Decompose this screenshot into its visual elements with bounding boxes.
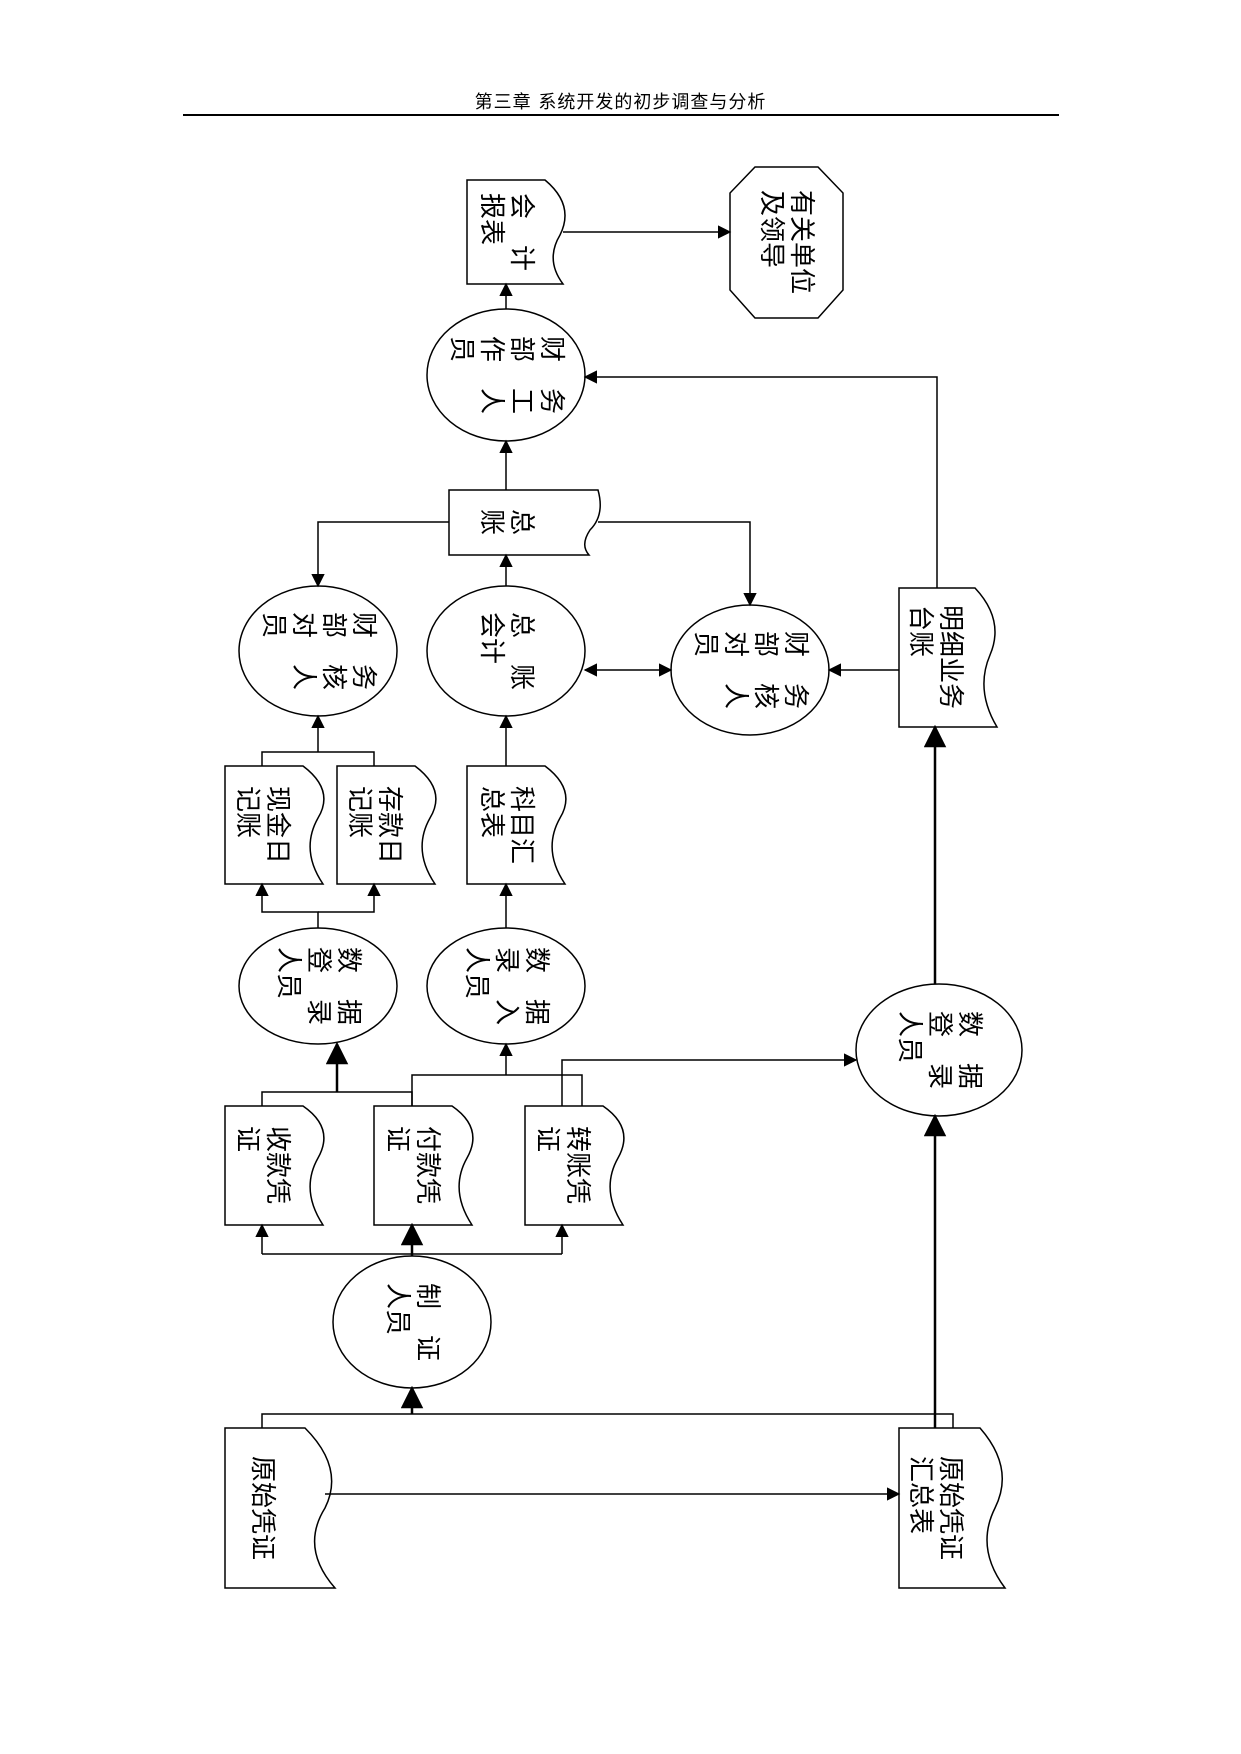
label-orig-voucher: 原始凭证 — [247, 1455, 277, 1561]
doc-shape-detail — [898, 587, 999, 728]
label-ledger: 总 账 — [476, 508, 536, 536]
label-receipt: 收款凭 证 — [232, 1125, 292, 1205]
line-entry1-bus2 — [318, 882, 381, 913]
line-entry1-bus — [255, 882, 319, 928]
doc-shape-transfer — [524, 1105, 625, 1226]
label-entry1: 数 据 登 录 人员 — [273, 946, 363, 1026]
label-detail: 明细业务 台账 — [905, 604, 965, 710]
page-header-title: 第三章 系统开发的初步调查与分析 — [474, 92, 767, 113]
label-report: 会 计 报表 — [476, 192, 536, 272]
doc-shape-orig-voucher — [224, 1427, 337, 1589]
arrow-transfer-to-entry3 — [561, 1053, 858, 1106]
doc-shape-ledger — [448, 489, 601, 556]
line-rp-bus — [261, 1091, 413, 1106]
line-pt-bus — [411, 1074, 583, 1106]
label-entry3: 数 据 登 录 人员 — [894, 1010, 984, 1090]
line-orig-bus — [261, 1413, 954, 1428]
doc-shape-report — [466, 179, 566, 285]
label-general-acct: 总 账 会计 — [476, 611, 536, 691]
label-leaders: 有关单位 及领导 — [756, 189, 816, 295]
doc-shape-orig-summary — [898, 1427, 1007, 1589]
doc-shape-receipt — [224, 1105, 325, 1226]
line-cd-bus — [261, 751, 375, 766]
label-payment: 付款凭 证 — [382, 1125, 442, 1205]
doc-shape-cash — [224, 765, 325, 885]
label-transfer: 转账凭 证 — [532, 1125, 592, 1205]
header-rule — [183, 114, 1059, 116]
label-check1: 财 务 部 核 对 人 员 — [258, 611, 378, 691]
doc-shape-deposit — [336, 765, 437, 885]
label-fin-staff: 财 务 部 工 作 人 员 — [446, 335, 566, 415]
label-check2: 财 务 部 核 对 人 员 — [690, 630, 810, 710]
label-orig-summary: 原始凭证 汇总表 — [905, 1455, 965, 1561]
label-subject: 科目汇 总表 — [476, 785, 536, 865]
label-entry2: 数 据 录 入 人员 — [461, 946, 551, 1026]
arrow-ledger-to-check1 — [311, 521, 449, 588]
label-deposit: 存款日 记账 — [344, 785, 404, 865]
doc-shape-subject — [466, 765, 567, 885]
arrow-detail-to-staff — [583, 370, 938, 588]
label-cash: 现金日 记账 — [232, 785, 292, 865]
doc-shape-payment — [373, 1105, 474, 1226]
arrow-ledger-to-check2 — [598, 521, 757, 607]
label-maker: 制 证 人员 — [382, 1282, 442, 1362]
